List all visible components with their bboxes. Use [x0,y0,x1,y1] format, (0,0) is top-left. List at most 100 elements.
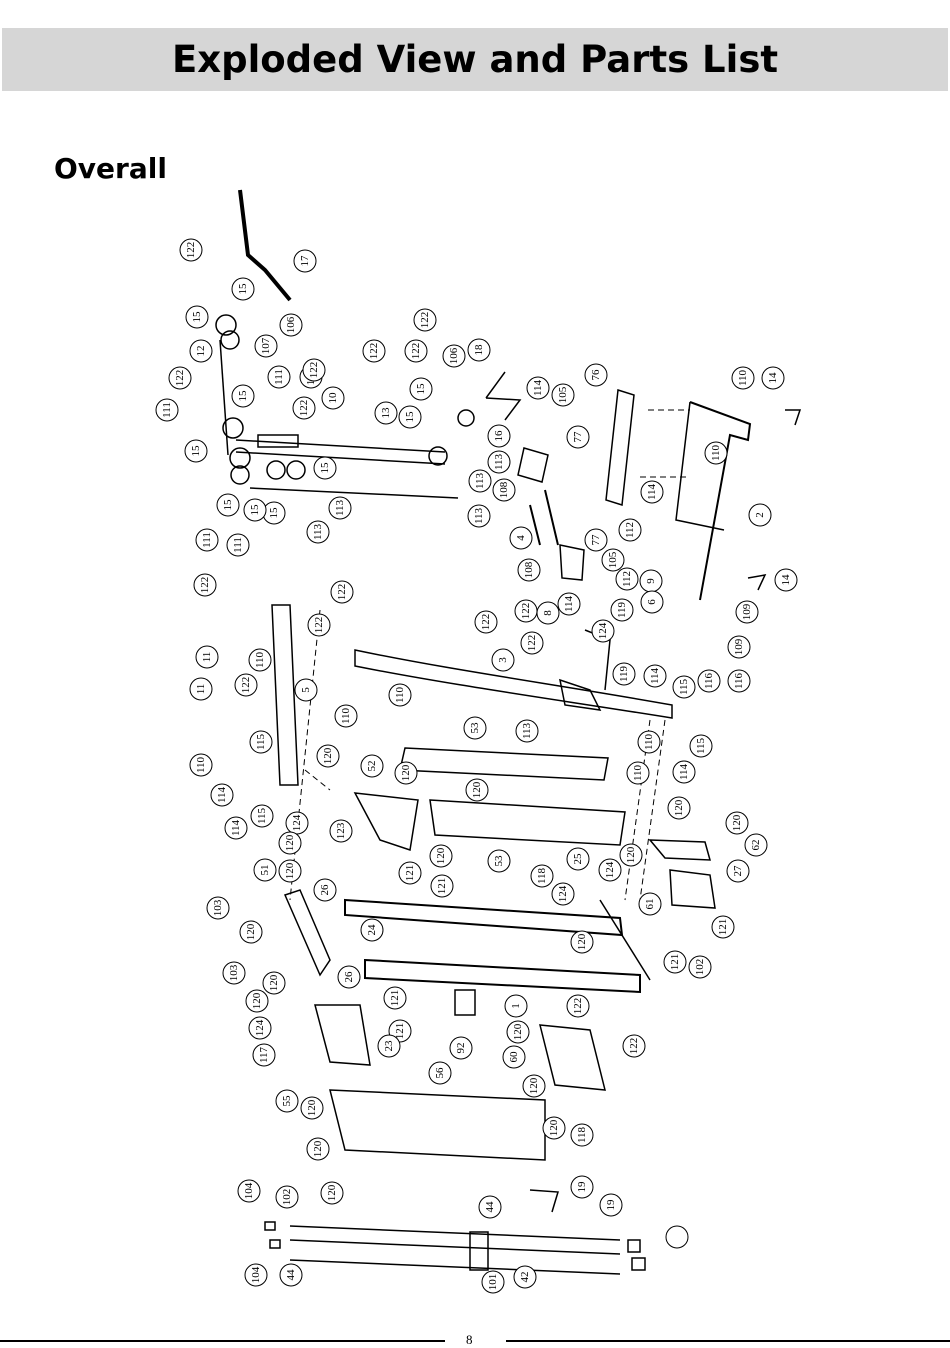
callout-label: 8 [542,610,554,616]
callout-label: 62 [750,840,762,851]
callout-label: 17 [299,255,311,267]
callout-circle: 108 [492,478,516,502]
callout-label: 122 [572,998,584,1015]
callout-circle: 124 [285,811,309,835]
callout-circle: 106 [442,344,466,368]
callout-circle: 111 [155,398,179,422]
callout-circle: 120 [570,930,594,954]
callout-label: 18 [473,344,485,356]
callout-circle: 120 [262,971,286,995]
callout-label: 103 [212,899,224,916]
callout-circle: 116 [697,669,721,693]
callout-circle: 77 [584,528,608,552]
callout-circle: 102 [688,955,712,979]
callout-label: 26 [343,971,355,983]
callout-circle: 11 [195,645,219,669]
callout-label: 122 [419,312,431,329]
callout-label: 121 [404,865,416,882]
callout-label: 110 [737,369,749,386]
callout-circle: 123 [329,819,353,843]
callout-label: 51 [259,865,271,876]
callout-circle: 120 [725,811,749,835]
callout-circle: 15 [243,498,267,522]
callout-circle: 16 [487,424,511,448]
callout-label: 120 [528,1077,540,1094]
callout-circle: 114 [526,376,550,400]
callout-circle: 120 [522,1074,546,1098]
callout-circle: 26 [313,878,337,902]
callout-circle: 26 [337,965,361,989]
callout-circle: 120 [465,778,489,802]
callout-circle: 121 [663,950,687,974]
callout-label: 15 [190,445,202,457]
callout-circle: 120 [394,761,418,785]
callout-label: 121 [394,1023,406,1040]
callout-label: 77 [590,534,602,546]
callout-label: 120 [512,1023,524,1040]
callout-label: 120 [322,747,334,764]
title-band: Exploded View and Parts List [2,28,948,91]
callout-circle: 14 [774,568,798,592]
part-callouts: 122 17 15 106 15 107 12 111 122 122 111 … [155,238,798,1294]
callout-label: 27 [732,865,744,877]
callout-circle: 120 [542,1116,566,1140]
callout-label: 15 [268,507,280,519]
callout-label: 15 [415,383,427,395]
callout-label: 122 [240,677,252,694]
callout-label: 52 [366,761,378,772]
callout-label: 113 [474,472,486,489]
callout-label: 118 [576,1126,588,1143]
callout-circle: 15 [409,377,433,401]
callout-circle: 15 [231,384,255,408]
callout-label: 120 [435,847,447,864]
callout-label: 23 [383,1040,395,1052]
callout-label: 1 [510,1003,522,1009]
callout-label: 121 [669,954,681,971]
callout-label: 101 [487,1274,499,1291]
callout-label: 114 [649,667,661,684]
callout-label: 15 [237,283,249,295]
callout-circle: 120 [619,843,643,867]
callout-label: 53 [493,855,505,867]
callout-circle: 6 [640,590,664,614]
callout-circle: 112 [615,567,639,591]
callout-label: 113 [473,507,485,524]
callout-circle: 114 [672,760,696,784]
callout-circle: 114 [224,816,248,840]
callout-circle: 113 [515,719,539,743]
callout-label: 111 [273,369,285,385]
callout-circle: 109 [727,635,751,659]
callout-circle: 5 [294,678,318,702]
callout-circle: 108 [517,558,541,582]
callout-label: 124 [597,622,609,639]
callout-label: 119 [618,665,630,682]
callout-label: 19 [576,1181,588,1193]
callout-label: 122 [480,614,492,631]
callout-label: 124 [291,814,303,831]
page-title: Exploded View and Parts List [171,38,779,81]
callout-circle: 122 [168,366,192,390]
callout-label: 121 [389,990,401,1007]
callout-label: 61 [644,899,656,910]
callout-label: 15 [404,411,416,423]
callout-label: 76 [590,369,602,381]
callout-label: 122 [185,242,197,259]
callout-circle: 61 [638,892,662,916]
callout-label: 110 [710,444,722,461]
callout-label: 116 [703,672,715,689]
callout-label: 122 [410,343,422,360]
callout-label: 55 [281,1095,293,1107]
callout-circle: 92 [449,1036,473,1060]
callout-circle: 122 [179,238,203,262]
callout-label: 122 [628,1038,640,1055]
callout-circle: 122 [566,994,590,1018]
callout-label: 112 [624,522,636,538]
callout-label: 11 [201,652,213,663]
callout-circle: 122 [330,580,354,604]
callout-circle: 109 [735,600,759,624]
callout-circle: 2 [748,503,772,527]
callout-circle: 116 [727,669,751,693]
callout-circle: 52 [360,754,384,778]
callout-label: 115 [256,807,268,824]
